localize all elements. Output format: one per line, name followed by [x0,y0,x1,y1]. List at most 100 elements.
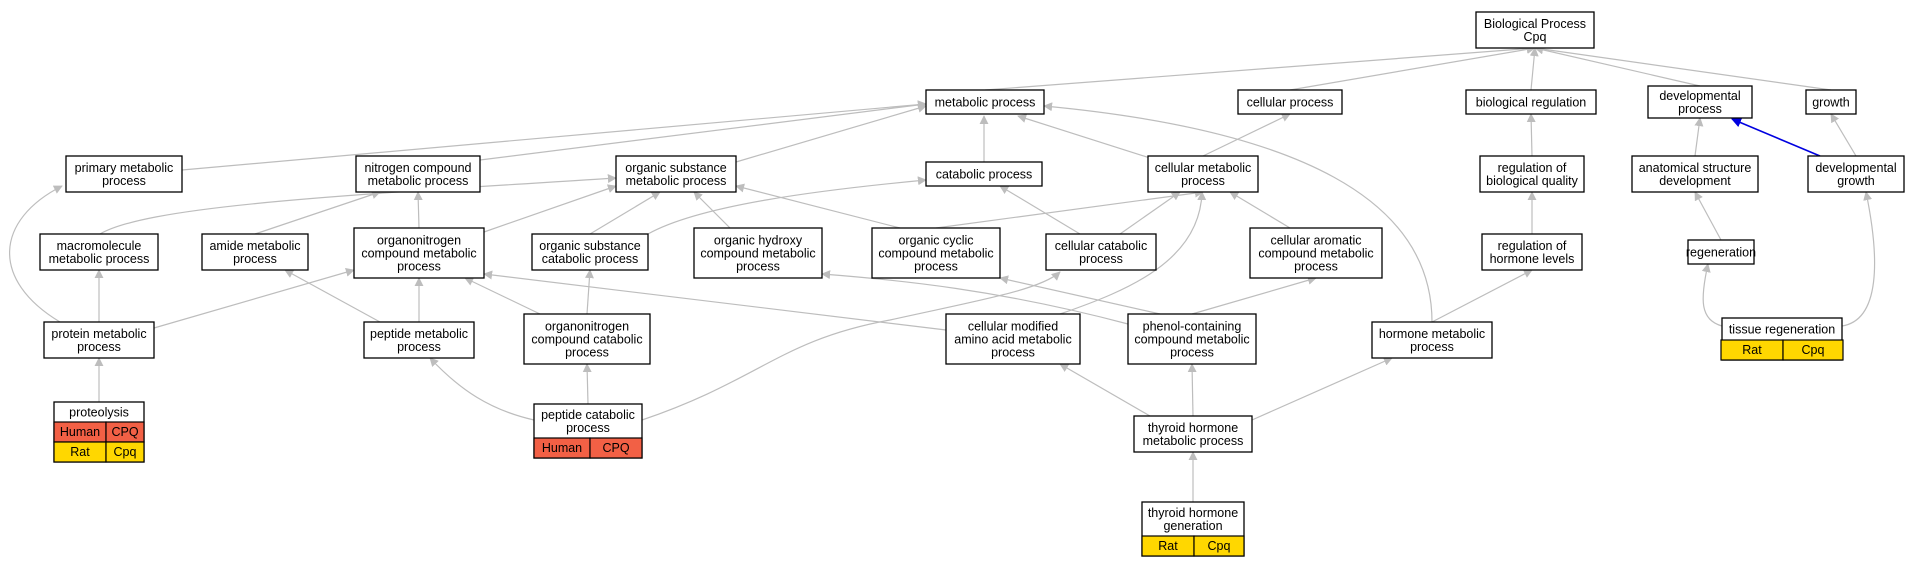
node-box [1805,89,1857,115]
node-box [43,321,155,359]
edge-protein-to-primary [9,185,63,323]
node-label-line: amino acid metabolic [954,333,1071,347]
edge-devproc-to-bp [1534,45,1701,87]
node-label-line: process [77,340,121,354]
node-label-line: process [565,346,609,360]
species-label: Human [542,441,582,455]
node-catabolic[interactable]: catabolic process [925,161,1043,187]
node-label-line: process [1294,260,1338,274]
node-box [1371,321,1493,359]
node-cellular[interactable]: cellular process [1237,89,1343,115]
node-box [363,321,475,359]
species-label: Rat [70,445,90,459]
edge-organic-to-metabolic [735,103,927,163]
edge-cellular-to-bp [1289,44,1536,91]
node-label-line: cellular modified [968,320,1058,334]
edge-peptcat-to-peptide [429,357,535,421]
node-label-line: process [566,421,610,435]
node-label-line: process [1678,102,1722,116]
node-label-line: compound metabolic [1258,247,1373,261]
species-label: Rat [1158,539,1178,553]
node-box [531,233,649,271]
gene-label: Cpq [1802,343,1825,357]
node-box [945,313,1081,365]
node-label-line: cellular process [1247,96,1334,110]
edge-peptcat-to-cellcat [641,271,1061,421]
node-box [1249,227,1383,279]
edge-peptide-to-amide [284,269,381,323]
edge-amide-to-nitrogen [254,190,381,235]
gene-cell [589,437,643,459]
node-label-line: compound metabolic [1134,333,1249,347]
node-label-line: peptide catabolic [541,408,635,422]
edge-tissue-to-devgrowth [1841,191,1876,327]
edges-layer [9,44,1876,502]
node-label-line: regulation of [1498,239,1567,253]
node-metabolic[interactable]: metabolic process [925,89,1045,115]
node-label-line: development [1659,174,1731,188]
node-label-line: compound metabolic [878,247,993,261]
edge-devgrowth-to-devproc [1731,117,1821,157]
gene-label: Cpq [1208,539,1231,553]
node-box [355,155,481,193]
node-label-line: organic substance [625,161,727,175]
node-box [201,233,309,271]
node-label-line: tissue regeneration [1729,323,1835,337]
node-box [39,233,159,271]
edge-phenol-to-aromatic [1191,275,1317,315]
node-label-line: anatomical structure [1639,161,1752,175]
edge-hormone-to-reghorm [1431,269,1533,323]
node-box [523,313,651,365]
node-label-line: organic cyclic [898,234,973,248]
species-label: Human [60,425,100,439]
edge-orgcat-to-catabolic [647,176,927,235]
node-growth[interactable]: growth [1805,89,1857,115]
node-bioreg[interactable]: biological regulation [1465,89,1597,115]
node-box [65,155,183,193]
node-label-line: thyroid hormone [1148,506,1238,520]
node-regen[interactable]: regeneration [1686,239,1756,265]
node-box [353,227,485,279]
edge-cyclic-to-cellmeta [935,188,1204,229]
edge-cellmeta-to-cellular [1202,113,1291,157]
node-label-line: organic substance [539,239,641,253]
edge-orgnitrocat-to-orgcat [584,269,594,315]
node-label-line: Biological Process [1484,17,1586,31]
node-label-line: hormone levels [1490,252,1575,266]
node-box [1475,11,1595,49]
node-label-line: process [1170,346,1214,360]
node-box [871,227,1001,279]
node-box [1045,233,1157,271]
node-label-line: catabolic process [936,168,1033,182]
node-label-line: macromolecule [57,239,142,253]
